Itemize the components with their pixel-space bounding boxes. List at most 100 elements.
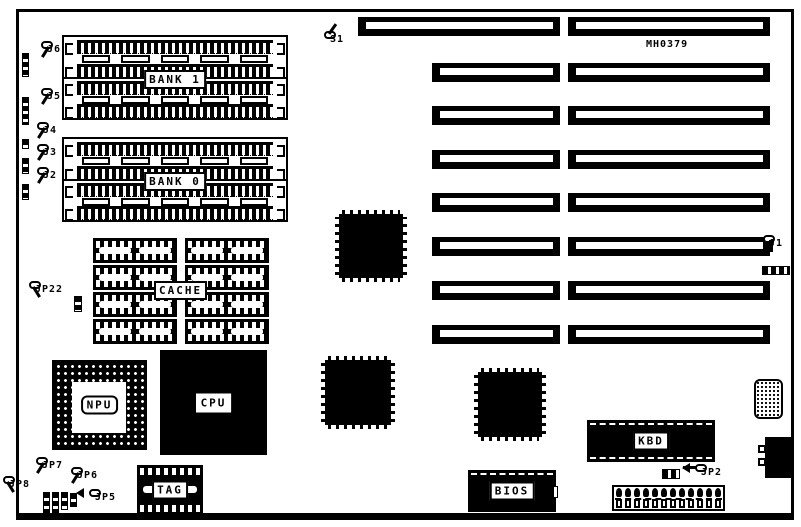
qfp-chip-2 bbox=[321, 356, 395, 429]
power-pin-round bbox=[625, 488, 631, 497]
callout-text: J5 bbox=[47, 91, 62, 102]
callout-jp8: JP8 bbox=[3, 476, 29, 493]
socket-bar bbox=[191, 300, 223, 308]
simm-slot-bar bbox=[200, 157, 229, 165]
callout-arrow bbox=[677, 463, 690, 473]
kbd-chip: KBD bbox=[587, 420, 715, 462]
socket-bars bbox=[191, 327, 263, 335]
npu-socket: NPU bbox=[52, 360, 147, 450]
chip-pins bbox=[474, 375, 478, 434]
qfp-chip-1 bbox=[335, 210, 407, 282]
tag-label: TAG bbox=[152, 480, 188, 500]
cache-socket bbox=[93, 319, 177, 344]
keyboard-connector bbox=[758, 437, 794, 478]
kbd-label: KBD bbox=[633, 431, 669, 451]
expansion-slot bbox=[432, 325, 560, 344]
jumper-j2 bbox=[22, 184, 29, 200]
power-pin-round bbox=[679, 488, 685, 497]
cache-socket bbox=[185, 292, 269, 317]
jumper-block bbox=[52, 492, 59, 515]
jumper-block bbox=[61, 492, 68, 510]
expansion-slot bbox=[568, 237, 770, 256]
slot-opening bbox=[576, 198, 763, 205]
socket-bar bbox=[139, 246, 171, 254]
simm-bank-0: BANK 0 bbox=[62, 137, 288, 222]
npu-label: NPU bbox=[80, 395, 119, 415]
jumper-j5 bbox=[22, 97, 29, 125]
bank1-label: BANK 1 bbox=[144, 70, 206, 89]
expansion-slot bbox=[568, 150, 770, 169]
simm-socket bbox=[65, 40, 285, 55]
callout-text: JP6 bbox=[77, 470, 99, 481]
power-connector bbox=[612, 485, 725, 511]
power-pin-round bbox=[643, 488, 649, 497]
jumper-j1 bbox=[762, 266, 790, 275]
power-pin-square bbox=[634, 499, 640, 508]
power-pin-square bbox=[715, 499, 721, 508]
callout-jp22: JP22 bbox=[29, 281, 62, 298]
socket-bar bbox=[231, 327, 263, 335]
callout-text: JP7 bbox=[42, 460, 64, 471]
qfp-chip-3 bbox=[474, 368, 546, 441]
socket-bar bbox=[231, 246, 263, 254]
chip-pins bbox=[335, 217, 339, 275]
expansion-slot bbox=[432, 106, 560, 125]
expansion-slot bbox=[432, 150, 560, 169]
callout-text: J3 bbox=[43, 147, 58, 158]
socket-bar bbox=[191, 273, 223, 281]
callout-j4: J4 bbox=[37, 122, 56, 139]
cache-socket bbox=[185, 265, 269, 290]
slot-opening bbox=[576, 242, 763, 249]
chip-key-line bbox=[590, 423, 712, 425]
callout-jp6: JP6 bbox=[71, 467, 97, 484]
callout-arrow bbox=[71, 488, 84, 498]
chip-pins bbox=[328, 425, 388, 429]
chip-pins bbox=[342, 278, 400, 282]
slot-opening bbox=[576, 111, 763, 118]
slot-opening bbox=[440, 286, 553, 293]
expansion-slot bbox=[432, 281, 560, 300]
callout-text: JP22 bbox=[35, 284, 64, 295]
socket-bar bbox=[99, 327, 131, 335]
chip-pins bbox=[481, 368, 539, 372]
chip-pins bbox=[403, 217, 407, 275]
socket-bar bbox=[99, 246, 131, 254]
expansion-slot bbox=[432, 63, 560, 82]
socket-bars bbox=[191, 246, 263, 254]
tag-socket: TAG bbox=[137, 465, 203, 515]
expansion-slot bbox=[568, 106, 770, 125]
power-pins-top bbox=[615, 488, 722, 497]
power-pin-square bbox=[706, 499, 712, 508]
simm-socket bbox=[65, 142, 285, 157]
expansion-slot bbox=[568, 193, 770, 212]
power-pin-round bbox=[715, 488, 721, 497]
socket-bars bbox=[191, 273, 263, 281]
callout-text: J4 bbox=[43, 125, 58, 136]
chip-key-line bbox=[590, 457, 712, 459]
chip-pins bbox=[391, 363, 395, 422]
power-pin-round bbox=[706, 488, 712, 497]
power-pin-square bbox=[652, 499, 658, 508]
power-pin-round bbox=[634, 488, 640, 497]
jumper-j6 bbox=[22, 53, 29, 77]
simm-slot-bar bbox=[160, 198, 190, 206]
slot-opening bbox=[440, 155, 553, 162]
power-pin-round bbox=[661, 488, 667, 497]
socket-bars bbox=[99, 300, 171, 308]
connector-tab bbox=[758, 445, 766, 453]
socket-bars bbox=[99, 246, 171, 254]
slot-opening bbox=[576, 155, 763, 162]
simm-slot-bar bbox=[239, 96, 269, 104]
power-pin-square bbox=[679, 499, 685, 508]
callout-tail bbox=[683, 466, 697, 469]
simm-slot-row bbox=[82, 96, 269, 104]
socket-bar bbox=[231, 300, 263, 308]
simm-slot-bar bbox=[239, 157, 269, 165]
callout-j1: J1 bbox=[763, 235, 782, 252]
socket-bar bbox=[139, 327, 171, 335]
callout-text: J6 bbox=[47, 44, 62, 55]
expansion-slot bbox=[568, 281, 770, 300]
jumper-jp22 bbox=[74, 296, 82, 312]
expansion-slot bbox=[432, 237, 560, 256]
simm-slot-bar bbox=[239, 198, 269, 206]
